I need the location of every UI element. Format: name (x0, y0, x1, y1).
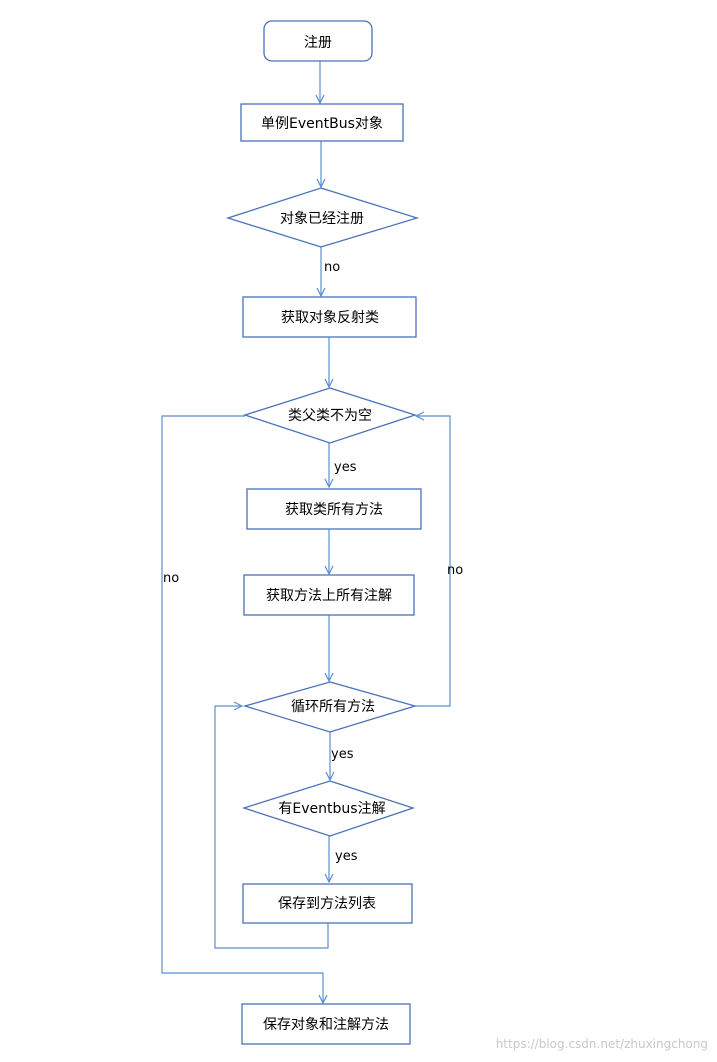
node-registered-check (225, 187, 420, 248)
edge-label-no-registered: no (324, 260, 340, 275)
node-get-annotations-label: 获取方法上所有注解 (266, 588, 392, 604)
node-register (263, 20, 373, 62)
node-singleton-label: 单例EventBus对象 (261, 116, 383, 132)
edge-label-yes-loop: yes (331, 747, 354, 762)
node-get-annotations (243, 574, 415, 616)
edge-label-yes-parent: yes (334, 460, 357, 475)
node-parent-check (242, 387, 418, 444)
watermark: https://blog.csdn.net/zhuxingchong (496, 1037, 708, 1051)
edge-loop-no-back-to-parent (415, 416, 451, 707)
edge-parent-no-to-result (161, 415, 323, 1003)
edge-label-no-parent: no (163, 571, 179, 586)
node-save-result (241, 1003, 411, 1045)
node-has-annotation (241, 780, 416, 837)
node-loop-methods-label: 循环所有方法 (291, 699, 375, 715)
node-save-result-label: 保存对象和注解方法 (263, 1017, 389, 1033)
node-save-method-label: 保存到方法列表 (278, 896, 376, 912)
edge-label-yes-annotation: yes (335, 849, 358, 864)
node-save-method (242, 883, 413, 924)
node-get-methods-label: 获取类所有方法 (285, 502, 383, 518)
edge-save-back-to-loop (214, 706, 329, 949)
node-get-methods (246, 488, 422, 530)
node-registered-check-label: 对象已经注册 (280, 211, 364, 227)
edge-label-no-loop: no (447, 563, 463, 578)
node-parent-check-label: 类父类不为空 (288, 408, 372, 424)
node-singleton (240, 103, 404, 142)
node-has-annotation-label: 有Eventbus注解 (278, 801, 385, 817)
node-get-class (242, 296, 417, 338)
node-loop-methods (242, 681, 418, 733)
node-register-label: 注册 (304, 35, 332, 51)
node-get-class-label: 获取对象反射类 (281, 310, 379, 326)
